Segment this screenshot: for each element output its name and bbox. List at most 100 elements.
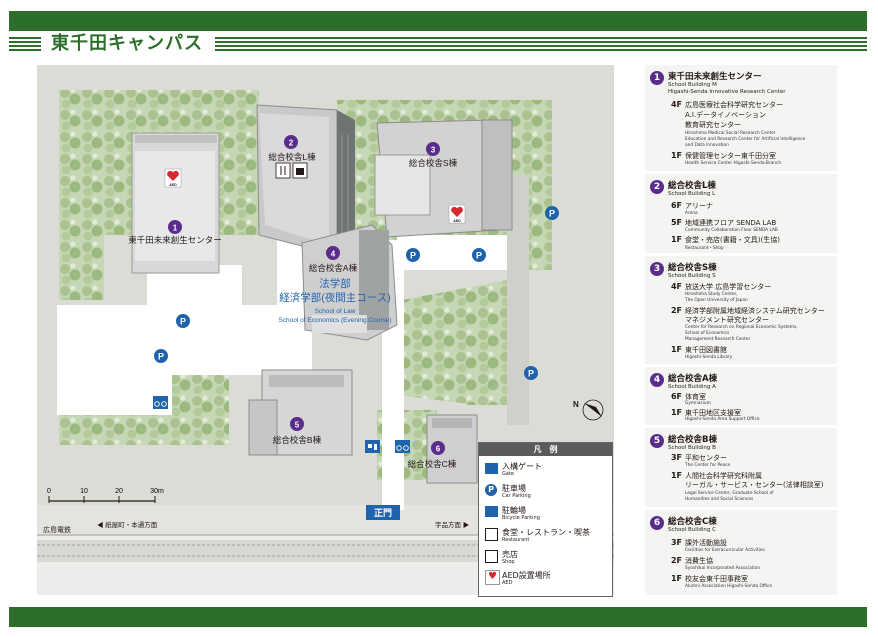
directory-6-1f-en: Alumni Association Higashi-Senda Office	[685, 584, 773, 589]
aed-icon-text-3: AED	[453, 219, 461, 223]
directory-5-name: 総合校舎B棟	[668, 435, 717, 445]
parking-marker-5-symbol: P	[549, 209, 555, 219]
directory-6-3f-en: Facilities for Extracurricular Activitie…	[685, 548, 765, 553]
building-5-marker[interactable]: 5 総合校舎B棟	[273, 417, 322, 445]
building-6-marker[interactable]: 6 総合校舎C棟	[408, 441, 457, 469]
directory-5-1f-ja-2: リーガル・サービス・センター(法律相談室)	[685, 481, 824, 489]
faculty-law-en: School of Law	[315, 308, 356, 315]
directory-building-2[interactable]: 2 総合校舎L棟 School Building L 6F アリーナ Arena…	[645, 174, 837, 253]
directory-3-4f-en-2: The Open University of Japan	[685, 298, 748, 303]
legend-bicycle-ja: 駐輪場	[502, 506, 526, 515]
bicycle-area	[57, 375, 172, 415]
directory-4-6f-ja: 体育室	[685, 393, 706, 401]
directory-1-number: 1	[650, 71, 664, 85]
faculty-law-label: 法学部	[319, 277, 351, 290]
directory-2-1f-ja: 食堂・売店(書籍・文具)(生協)	[685, 236, 780, 244]
directory-building-5[interactable]: 5 総合校舎B棟 School Building B 3F 平和センター The…	[645, 428, 837, 507]
directory-2-floor-1f: 1F	[670, 235, 682, 244]
building-4[interactable]	[301, 224, 398, 341]
directory-3-1f-en: Higashi-Senda Library	[685, 355, 733, 360]
directory-6-name: 総合校舎C棟	[668, 517, 717, 527]
legend-car-parking-ja: 駐車場	[502, 484, 526, 493]
directory-1-1f-en: Health Service Center Higashi-Senda-Bran…	[685, 161, 782, 166]
building-1-label: 東千田未来創生センター	[128, 235, 222, 245]
direction-left-label: ◀ 紙屋町・本通方面	[97, 520, 158, 529]
directory-1-4f-en-3: and Data Innovation	[685, 143, 729, 148]
scale-label-0: 0	[47, 488, 51, 495]
shop-icon	[485, 550, 498, 563]
directory-3-floor-4f: 4F	[670, 282, 682, 291]
parking-marker-4: P	[472, 248, 486, 262]
directory-building-4[interactable]: 4 総合校舎A棟 School Building A 6F 体育室 Gymnas…	[645, 367, 837, 425]
railway-label: 広島電鉄	[43, 525, 71, 534]
directory-5-en: School Building B	[668, 445, 716, 451]
directory-3-2f-en-3: Management Research Center	[685, 337, 751, 342]
north-arrow: N	[573, 399, 604, 421]
aed-icon-text-1: AED	[169, 183, 177, 187]
shop-icon-building-2	[292, 162, 308, 179]
parking-marker-6-symbol: P	[528, 369, 534, 379]
parking-lot-main	[57, 305, 287, 375]
scale-label-20: 20	[115, 488, 123, 495]
directory-2-floor-5f: 5F	[670, 218, 682, 227]
directory-3-en: School Building S	[668, 273, 716, 279]
faculty-economics-en: School of Economics (Evening Course)	[278, 317, 391, 324]
scale-bar: 0 10 20 30m	[47, 488, 164, 503]
directory-3-4f-en-1: Hiroshima Study Center,	[685, 292, 738, 297]
map-legend-header: 凡 例	[479, 443, 612, 456]
directory-building-3[interactable]: 3 総合校舎S棟 School Building S 4F 放送大学 広島学習セ…	[645, 256, 837, 364]
directory-3-number: 3	[650, 262, 664, 276]
building-3-marker[interactable]: 3 総合校舎S棟	[409, 142, 458, 168]
map-legend: 凡 例 入構ゲート Gate P 駐車場 Car Parking 駐輪場 Bic…	[478, 442, 613, 597]
building-1-marker[interactable]: 1 東千田未来創生センター	[128, 220, 222, 245]
building-5-number: 5	[295, 421, 300, 430]
legend-restaurant-en: Restaurant	[502, 537, 530, 543]
directory-4-floor-6f: 6F	[670, 392, 682, 401]
parking-marker-3-symbol: P	[410, 251, 416, 261]
directory-1-4f-ja-3: 教育研究センター	[685, 121, 741, 129]
directory-building-6[interactable]: 6 総合校舎C棟 School Building C 3F 課外活動施設 Fac…	[645, 510, 837, 595]
building-2[interactable]	[256, 104, 355, 256]
building-2-marker[interactable]: 2 総合校舎L棟	[268, 135, 316, 162]
main-gate[interactable]: 正門	[366, 505, 400, 520]
scale-label-10: 10	[80, 488, 88, 495]
legend-car-parking-en: Car Parking	[502, 493, 531, 499]
directory-5-1f-ja-1: 人間社会科学研究科附属	[685, 472, 762, 480]
title-stripes-left	[9, 37, 41, 51]
directory-6-number: 6	[650, 516, 664, 530]
directory-2-en: School Building L	[668, 191, 716, 197]
directory-6-floor-1f: 1F	[670, 574, 682, 583]
legend-restaurant-ja: 食堂・レストラン・喫茶	[502, 528, 590, 537]
restaurant-icon	[485, 528, 498, 541]
restaurant-icon-building-2	[275, 162, 291, 179]
parking-marker-6: P	[524, 366, 538, 380]
directory-6-2f-en: Syoshikai Incorporated Association	[685, 566, 761, 571]
aed-icon-building-1: AED	[164, 168, 182, 188]
title-stripes-right	[215, 37, 867, 51]
building-2-number: 2	[289, 139, 294, 148]
legend-aed-ja: AED設置場所	[502, 571, 551, 580]
legend-shop-ja: 売店	[502, 550, 518, 559]
directory-2-1f-en: Restaurant・Shop	[685, 246, 724, 251]
directory-building-1[interactable]: 1 東千田未来創生センター School Building M Higashi-…	[645, 65, 837, 171]
building-1[interactable]	[131, 132, 220, 274]
building-5[interactable]	[248, 369, 353, 456]
building-4-marker[interactable]: 4 総合校舎A棟	[309, 246, 358, 273]
legend-aed-en: AED	[502, 580, 513, 586]
directory-2-6f-en: Arena	[685, 211, 698, 216]
directory-5-3f-en: The Center for Peace	[685, 463, 731, 468]
building-6-number: 6	[436, 445, 441, 454]
map-legend-title: 凡 例	[533, 445, 558, 454]
building-4-number: 4	[331, 250, 336, 259]
directory-1-name: 東千田未来創生センター	[668, 72, 762, 82]
parking-marker-5: P	[545, 206, 559, 220]
directory-1-4f-ja-1: 広島医療社会科学研究センター	[685, 101, 783, 109]
directory-1-floor-1f: 1F	[670, 151, 682, 160]
building-3[interactable]	[374, 119, 513, 238]
directory-5-3f-ja: 平和センター	[685, 454, 727, 462]
building-4-label: 総合校舎A棟	[309, 263, 358, 273]
directory-2-5f-en: Community Collaboration Floor SENDA LAB	[685, 228, 778, 233]
gate-marker	[365, 440, 380, 453]
directory-2-floor-6f: 6F	[670, 201, 682, 210]
building-6-label: 総合校舎C棟	[408, 459, 457, 469]
